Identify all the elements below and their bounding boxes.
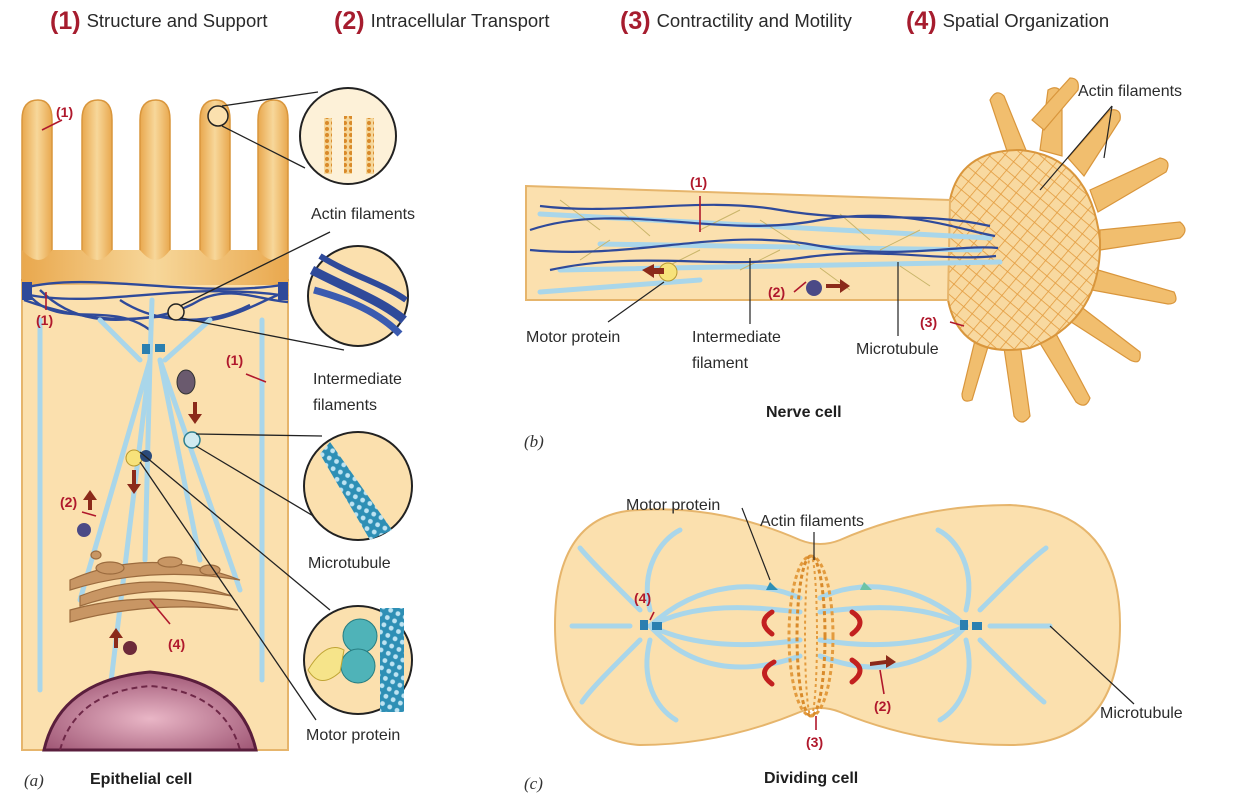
anterograde-arrow bbox=[826, 279, 850, 293]
nerve-cell bbox=[525, 77, 1186, 423]
motor-proteins bbox=[766, 582, 872, 590]
transport-arrows bbox=[83, 402, 202, 648]
dividing-cell-body bbox=[553, 503, 1122, 747]
vesicle bbox=[176, 369, 196, 395]
nerve-leader-lines bbox=[607, 105, 1113, 336]
nucleus bbox=[42, 670, 258, 752]
microvilli bbox=[21, 99, 289, 285]
marker-ticks bbox=[649, 611, 885, 730]
nerve-microtubule-label: Microtubule bbox=[856, 341, 939, 358]
vesicle-transport bbox=[123, 641, 137, 655]
dividing-actin-filaments-label: Actin filaments bbox=[760, 513, 865, 530]
legend-label: Intracellular Transport bbox=[370, 10, 550, 31]
legend-number: (4) bbox=[906, 6, 937, 35]
actin-callout-origin bbox=[207, 105, 229, 127]
centriole bbox=[652, 622, 662, 630]
chromosome-arrow bbox=[870, 655, 896, 668]
dividing-leader-lines bbox=[741, 507, 1135, 705]
legend-spatial-organization: (4) Spatial Organization bbox=[906, 4, 1109, 38]
legend-contractility-motility: (3) Contractility and Motility bbox=[620, 4, 852, 38]
legend-label: Structure and Support bbox=[86, 10, 268, 31]
legend-intracellular-transport: (2) Intracellular Transport bbox=[334, 4, 549, 38]
callout-lines bbox=[139, 91, 345, 721]
marker-3: (3) bbox=[920, 314, 938, 330]
marker-1: (1) bbox=[56, 104, 74, 120]
intermediate-filaments-magnified bbox=[307, 245, 409, 347]
legend-number: (3) bbox=[620, 6, 651, 35]
dividing-cell-title: Dividing cell bbox=[764, 770, 859, 787]
retrograde-arrow bbox=[642, 264, 664, 278]
epithelial-cell-title: Epithelial cell bbox=[90, 771, 193, 788]
axon-intermediate-filaments bbox=[529, 203, 999, 272]
motor-vesicle bbox=[125, 449, 143, 467]
legend-label: Contractility and Motility bbox=[656, 10, 852, 31]
marker-3: (3) bbox=[806, 734, 824, 750]
marker-2: (2) bbox=[60, 494, 78, 510]
golgi-apparatus bbox=[69, 550, 241, 623]
marker-1: (1) bbox=[36, 312, 54, 328]
nerve-cell-title: Nerve cell bbox=[766, 404, 842, 421]
centriole bbox=[142, 344, 150, 354]
panel-a-letter: (a) bbox=[24, 771, 44, 790]
intermediate-filaments-label-line1: Intermediate bbox=[313, 371, 402, 388]
intermediate-callout-origin bbox=[167, 303, 185, 321]
nerve-motor-protein-label: Motor protein bbox=[526, 329, 621, 346]
centriole bbox=[640, 620, 648, 630]
nerve-intermediate-label-line2: filament bbox=[692, 355, 749, 372]
actin-magnified bbox=[299, 87, 397, 185]
microtubule-magnified bbox=[303, 431, 413, 541]
marker-ticks bbox=[41, 119, 267, 625]
contractile-ring bbox=[787, 554, 835, 718]
marker-2: (2) bbox=[768, 284, 786, 300]
legend-number: (1) bbox=[50, 6, 81, 35]
vesicle-transport bbox=[806, 280, 822, 296]
chromosomes bbox=[761, 609, 863, 687]
marker-ticks bbox=[699, 196, 965, 327]
marker-4: (4) bbox=[168, 636, 186, 652]
intermediate-filaments-label-line2: filaments bbox=[313, 397, 378, 414]
legend-number: (2) bbox=[334, 6, 365, 35]
dividing-microtubule-label: Microtubule bbox=[1100, 705, 1183, 722]
nerve-intermediate-label-line1: Intermediate bbox=[692, 329, 781, 346]
centriole bbox=[155, 344, 165, 352]
nerve-actin-filaments-label: Actin filaments bbox=[1078, 83, 1183, 100]
marker-1: (1) bbox=[690, 174, 708, 190]
dividing-cell bbox=[553, 503, 1135, 747]
microtubule-label: Microtubule bbox=[308, 555, 391, 572]
marker-2: (2) bbox=[874, 698, 892, 714]
axon bbox=[525, 184, 952, 301]
panel-c-letter: (c) bbox=[524, 774, 543, 793]
centriole bbox=[972, 622, 982, 630]
microtubule-callout-origin bbox=[183, 431, 201, 449]
marker-4: (4) bbox=[634, 590, 652, 606]
legend-structure-support: (1) Structure and Support bbox=[50, 4, 268, 38]
panel-b-letter: (b) bbox=[524, 432, 544, 451]
motor-protein-magnified bbox=[303, 605, 413, 715]
spindle-microtubules bbox=[569, 527, 1053, 723]
epithelial-cell bbox=[21, 87, 413, 752]
marker-1: (1) bbox=[226, 352, 244, 368]
actin-filaments-label: Actin filaments bbox=[311, 206, 416, 223]
filopodia bbox=[961, 77, 1186, 423]
dividing-motor-protein-label: Motor protein bbox=[626, 497, 721, 514]
centriole bbox=[960, 620, 968, 630]
vesicle-transport bbox=[77, 523, 91, 537]
motor-protein-label: Motor protein bbox=[306, 727, 401, 744]
legend-label: Spatial Organization bbox=[942, 10, 1110, 31]
